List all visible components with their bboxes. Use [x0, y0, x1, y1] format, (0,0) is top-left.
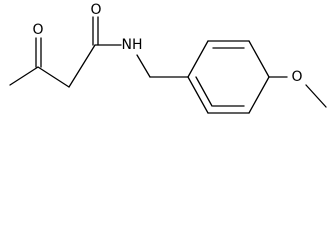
ring-bond-3	[248, 40, 270, 78]
ring-inner-bond-left	[195, 76, 213, 107]
amide-nitrogen-label: NH	[122, 37, 143, 53]
methoxy-oxygen-label: O	[291, 69, 302, 85]
bond-ch2-to-amide-carbon	[68, 44, 96, 88]
bond-nitrogen-to-benzyl-ch2	[136, 54, 151, 78]
bond-methyl-to-ketone-carbon	[9, 66, 39, 86]
bond-ketone-to-ch2	[37, 66, 70, 88]
ketone-oxygen-label: O	[32, 22, 43, 38]
ring-bond-6	[187, 76, 209, 114]
bond-methoxy-oxygen-to-methyl	[305, 84, 327, 108]
amide-oxygen-label: O	[90, 2, 101, 18]
ring-bond-4	[248, 76, 270, 114]
skeletal-structure-diagram: O O NH O	[9, 2, 327, 114]
ring-bond-1	[187, 40, 209, 78]
